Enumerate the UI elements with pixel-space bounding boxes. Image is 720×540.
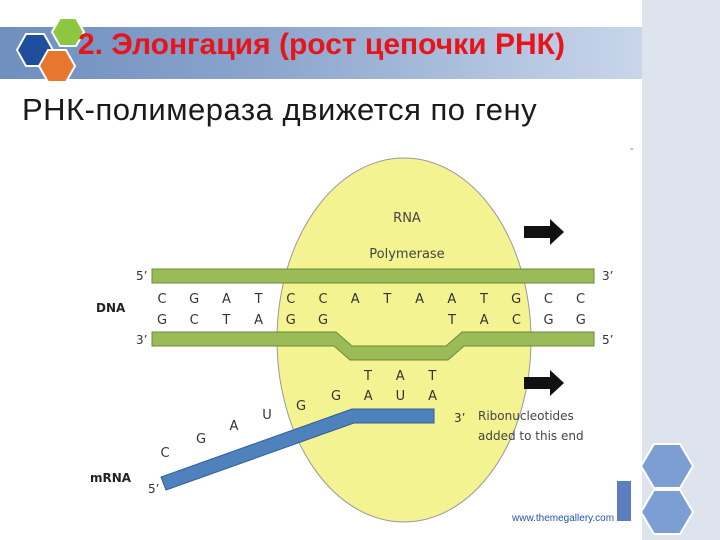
rna-base-letter: U [262,408,272,423]
dna-base-letter: T [221,313,230,328]
dna-bottom-strand [151,331,595,361]
slide-title: 2. Элонгация (рост цепочки РНК) [78,28,565,61]
rna-base-letter: G [196,432,206,447]
rna-base-letter: A [364,389,373,404]
dna-base-letter: C [286,292,295,307]
rna-base-letter: A [396,369,405,384]
top-strand-3-label: 3’ [602,269,613,283]
title-bar [0,27,642,79]
dna-base-letter: G [286,313,296,328]
dna-base-letter: G [576,313,586,328]
dna-base-letter: T [382,292,391,307]
dna-base-letter: G [157,313,167,328]
polymerase-label-1: RNA [393,211,421,226]
top-strand-5-label: 5’ [136,269,147,283]
bottom-strand-3-label: 3’ [136,333,147,347]
dna-base-letter: C [190,313,199,328]
bottom-strand-5-label: 5’ [602,333,613,347]
dna-base-letter: C [157,292,166,307]
dna-base-letter: A [254,313,263,328]
dna-base-letter: G [544,313,554,328]
hexagon-decor-icon [615,443,695,535]
dna-base-letter: A [447,292,456,307]
rna-3-end-label: 3’ [454,411,465,425]
dna-base-letter: C [576,292,585,307]
dna-base-letter: A [480,313,489,328]
dna-base-letter: T [447,313,456,328]
rna-base-letter: G [331,389,341,404]
dna-base-letter: G [189,292,199,307]
footer-url: www.themegallery.com [512,513,615,524]
dna-base-letter: A [415,292,424,307]
dna-base-letter: T [479,292,488,307]
note-line-1: Ribonucleotides [478,409,574,423]
rna-base-letter: U [396,389,406,404]
dna-base-letter: A [351,292,360,307]
hexagon-logo-icon [15,17,86,83]
mrna-label: mRNA [90,471,132,485]
dna-base-letter: C [544,292,553,307]
arrow-right-icon [524,370,564,396]
dna-base-letter: T [254,292,263,307]
dna-base-letter: C [512,313,521,328]
arrow-right-icon [524,219,564,245]
dna-label: DNA [96,301,126,315]
dna-base-letter: C [318,292,327,307]
rna-5-end-label: 5’ [148,482,159,496]
slide-subtitle: РНК-полимераза движется по гену [22,92,538,127]
rna-base-letter: T [363,369,372,384]
rna-base-letter: A [230,419,239,434]
dna-top-strand [151,268,595,284]
polymerase-label-2: Polymerase [369,247,444,262]
dna-base-letter: G [318,313,328,328]
corner-mark: - [630,144,634,155]
note-line-2: added to this end [478,429,584,443]
rna-base-letter: A [428,389,437,404]
rna-base-letter: G [296,399,306,414]
rna-base-letter: T [427,369,436,384]
dna-base-letter: G [511,292,521,307]
mrna-strand [160,408,435,491]
dna-base-letter: A [222,292,231,307]
rna-base-letter: C [160,446,169,461]
